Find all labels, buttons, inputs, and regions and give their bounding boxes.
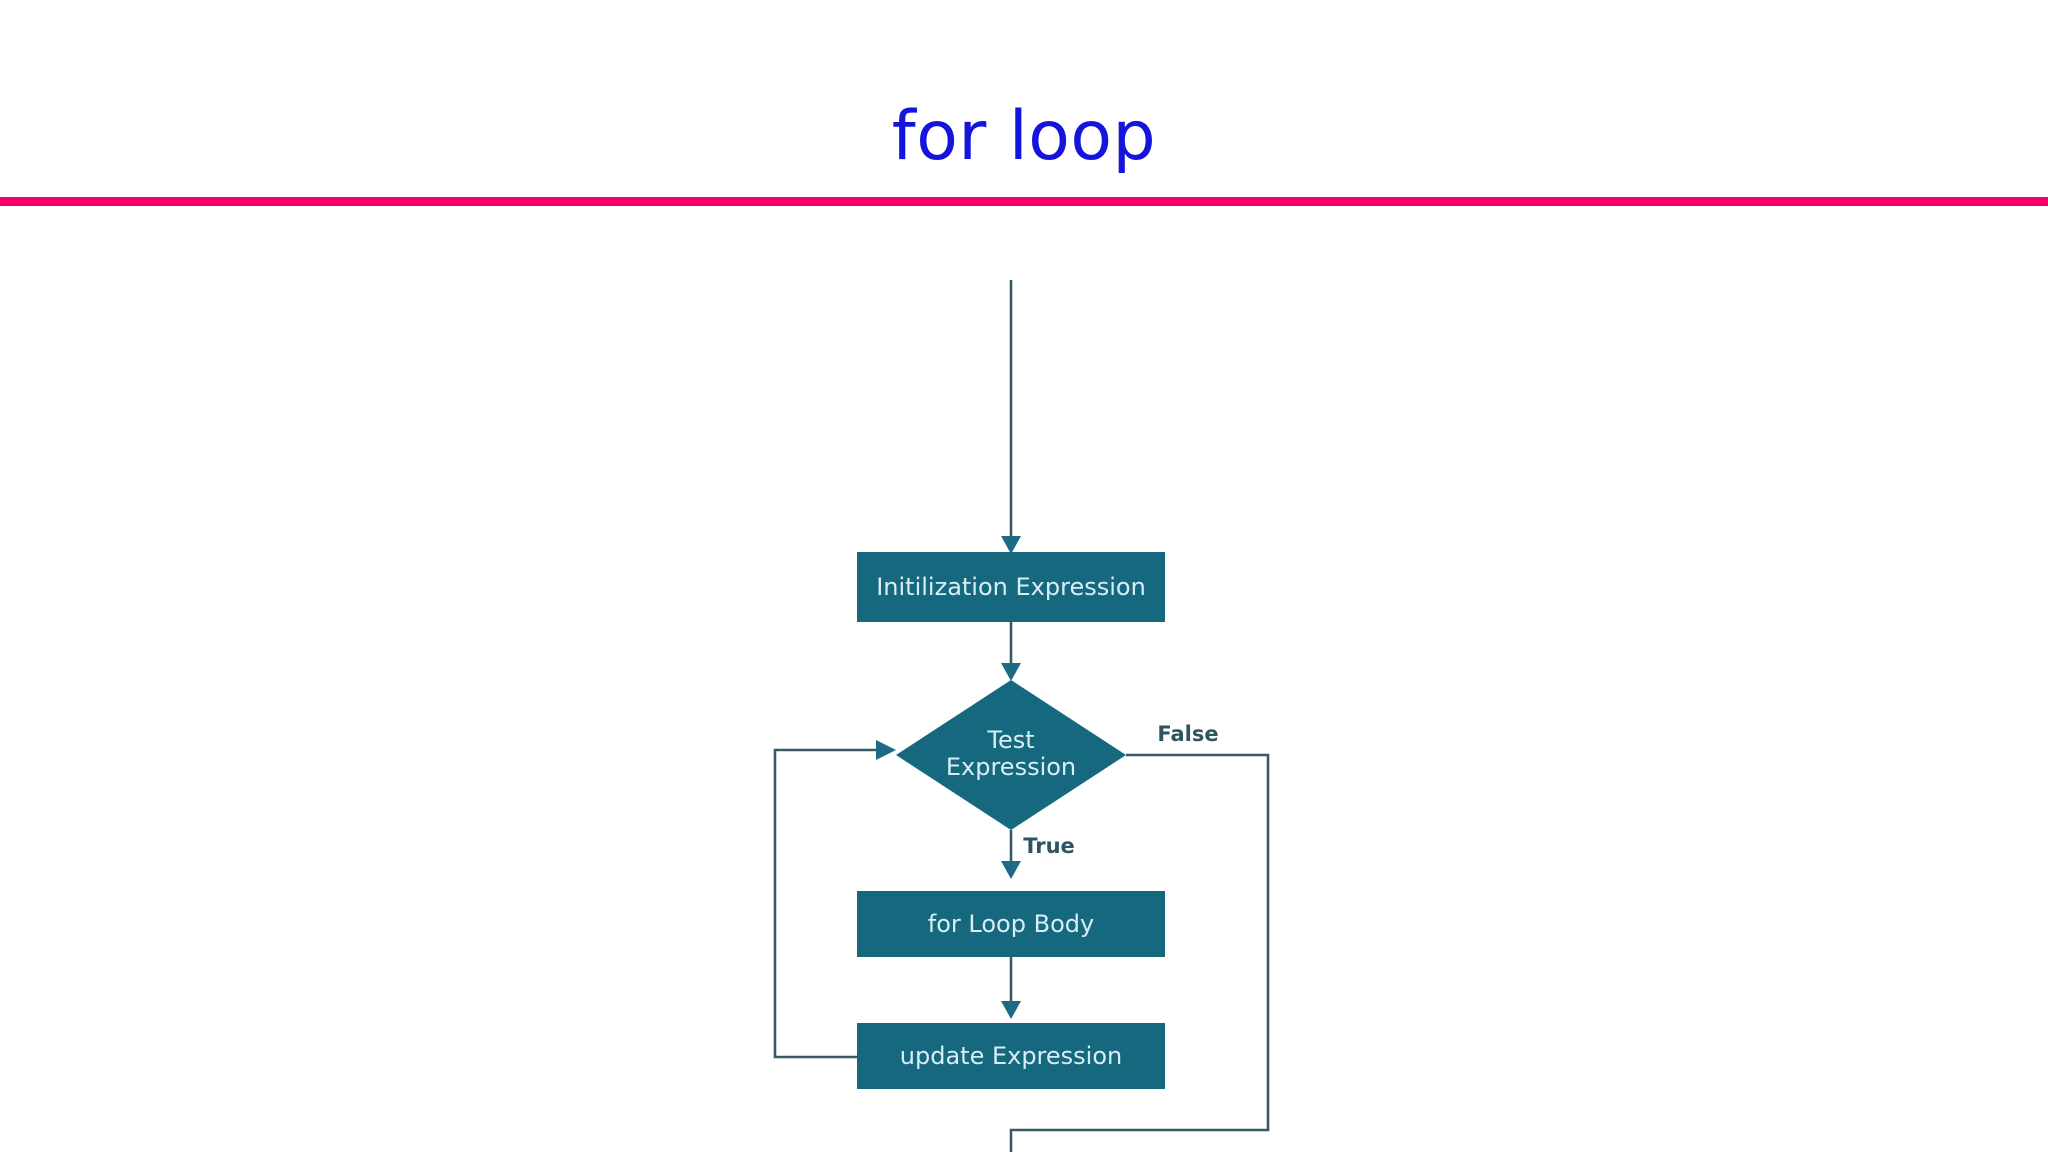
edge-loop-back-arrowhead: [876, 740, 896, 760]
node-test-expression[interactable]: Test Expression: [896, 680, 1126, 830]
node-for-loop-body[interactable]: for Loop Body: [857, 891, 1165, 957]
page-title: for loop: [891, 97, 1157, 176]
flowchart-diagram: Initilization Expression Test Expression…: [0, 205, 2048, 1152]
node-test-expression-shape: [896, 680, 1126, 830]
edge-entry-arrowhead: [1001, 536, 1021, 554]
node-update-expression[interactable]: update Expression: [857, 1023, 1165, 1089]
edge-entry: [1001, 280, 1021, 554]
node-test-expression-label-line2: Expression: [946, 753, 1076, 781]
edge-body-to-update-arrowhead: [1001, 1001, 1021, 1019]
edge-body-to-update: [1001, 957, 1021, 1019]
branch-label-true: True: [1023, 834, 1075, 858]
node-initialization-expression-label: Initilization Expression: [876, 573, 1146, 601]
node-for-loop-body-label: for Loop Body: [928, 910, 1094, 938]
node-update-expression-shape: [857, 1023, 1165, 1089]
slide-header: for loop: [0, 0, 2048, 206]
node-for-loop-body-shape: [857, 891, 1165, 957]
node-update-expression-label: update Expression: [900, 1042, 1122, 1070]
title-divider: [0, 197, 2048, 206]
edge-test-to-body-true: True: [1001, 830, 1075, 879]
edge-init-to-test-arrowhead: [1001, 663, 1021, 681]
edge-loop-back: [773, 740, 896, 1059]
flowchart-canvas: Initilization Expression Test Expression…: [773, 280, 1270, 1152]
node-initialization-expression[interactable]: Initilization Expression: [857, 552, 1165, 622]
edge-loop-back-line: [773, 748, 880, 1059]
edge-test-to-body-arrowhead: [1001, 861, 1021, 879]
node-test-expression-label-line1: Test: [986, 726, 1034, 754]
branch-label-false: False: [1157, 722, 1218, 746]
node-initialization-expression-shape: [857, 552, 1165, 622]
edge-init-to-test: [1001, 622, 1021, 681]
